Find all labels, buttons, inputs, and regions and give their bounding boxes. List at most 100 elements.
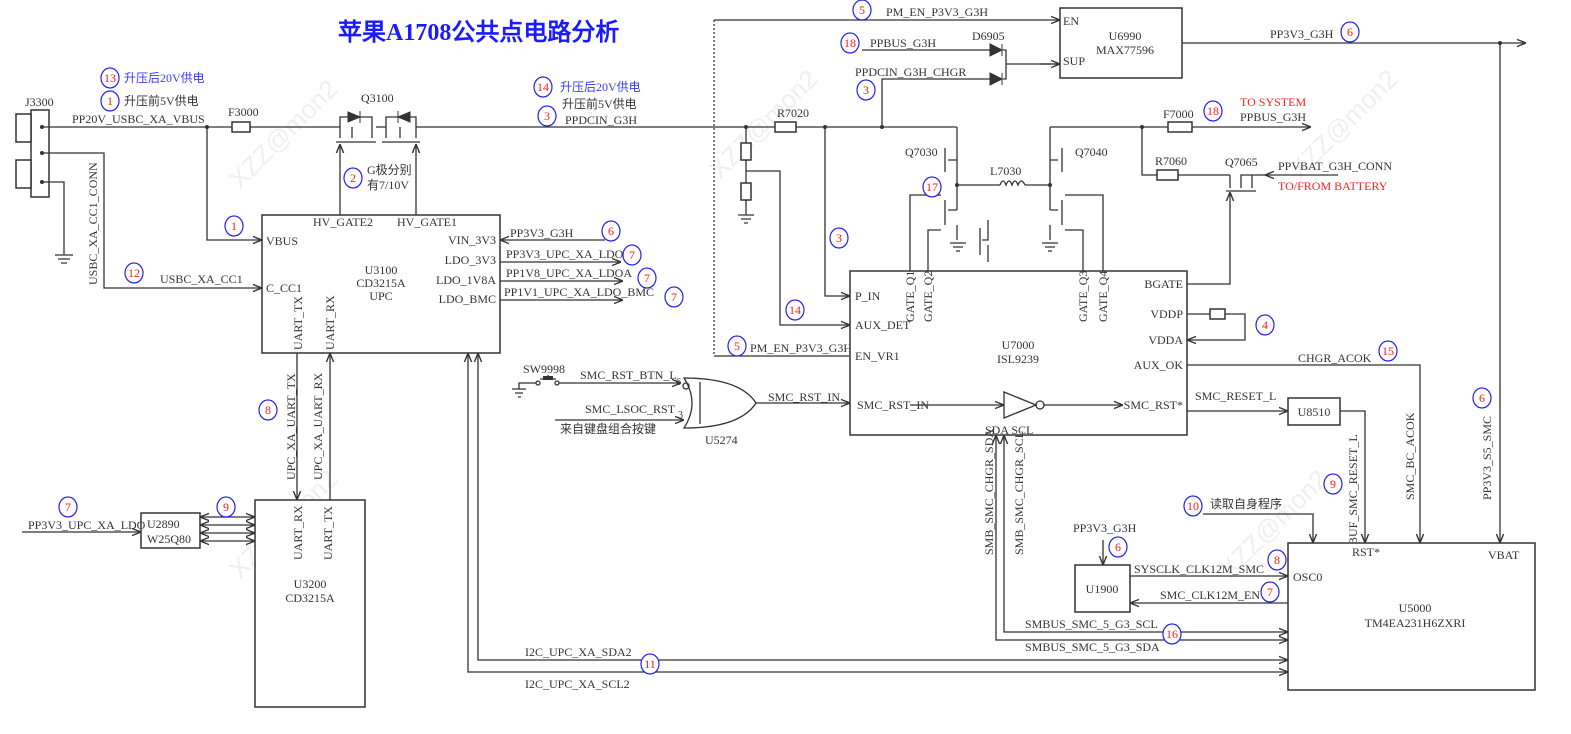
step-number: 1 bbox=[107, 94, 113, 108]
step-marker: 8 bbox=[1267, 549, 1287, 571]
step-marker: 7 bbox=[622, 244, 642, 266]
svg-text:MAX77596: MAX77596 bbox=[1096, 43, 1154, 57]
chip-u1900: U1900 bbox=[1074, 564, 1131, 613]
svg-text:PPDCIN_G3H: PPDCIN_G3H bbox=[565, 113, 637, 127]
step-number: 18 bbox=[844, 36, 856, 50]
svg-text:VIN_3V3: VIN_3V3 bbox=[448, 233, 496, 247]
svg-text:PM_EN_P3V3_G3H: PM_EN_P3V3_G3H bbox=[750, 341, 852, 355]
svg-text:Q3100: Q3100 bbox=[361, 91, 394, 105]
svg-text:UART_RX: UART_RX bbox=[291, 505, 305, 560]
svg-text:PP3V3_UPC_XA_LDO: PP3V3_UPC_XA_LDO bbox=[28, 518, 146, 532]
step-number: 11 bbox=[644, 657, 656, 671]
svg-text:VDDP: VDDP bbox=[1150, 307, 1183, 321]
step-marker: 3 bbox=[537, 105, 557, 127]
svg-text:SMBUS_SMC_5_G3_SDA: SMBUS_SMC_5_G3_SDA bbox=[1025, 640, 1160, 654]
step-marker: 6 bbox=[1340, 21, 1360, 43]
step-marker: 14 bbox=[533, 76, 553, 98]
svg-text:U1900: U1900 bbox=[1086, 582, 1119, 596]
step-marker: 14 bbox=[785, 299, 805, 321]
svg-text:G极分别: G极分别 bbox=[367, 163, 412, 177]
step-number: 5 bbox=[859, 3, 865, 17]
svg-text:BUF_SMC_RESET_L: BUF_SMC_RESET_L bbox=[1346, 434, 1360, 545]
step-marker: 12 bbox=[124, 262, 144, 284]
svg-text:TO SYSTEM: TO SYSTEM bbox=[1240, 95, 1306, 109]
step-number: 9 bbox=[223, 500, 229, 514]
step-number: 1 bbox=[231, 219, 237, 233]
svg-text:VBAT: VBAT bbox=[1488, 548, 1520, 562]
svg-text:SMC_RST*: SMC_RST* bbox=[1124, 398, 1183, 412]
svg-text:EN_VR1: EN_VR1 bbox=[855, 349, 900, 363]
svg-text:I2C_UPC_XA_SCL2: I2C_UPC_XA_SCL2 bbox=[525, 677, 630, 691]
step-number: 8 bbox=[1274, 553, 1280, 567]
svg-text:PM_EN_P3V3_G3H: PM_EN_P3V3_G3H bbox=[886, 5, 988, 19]
svg-text:有7/10V: 有7/10V bbox=[367, 178, 409, 192]
step-marker: 7 bbox=[1260, 581, 1280, 603]
step-number: 7 bbox=[644, 271, 650, 285]
svg-text:U3200: U3200 bbox=[294, 577, 327, 591]
step-number: 6 bbox=[608, 224, 614, 238]
svg-text:XZZ@mon2: XZZ@mon2 bbox=[223, 74, 344, 195]
svg-text:PPBUS_G3H: PPBUS_G3H bbox=[870, 36, 936, 50]
svg-text:PP3V3_G3H: PP3V3_G3H bbox=[1270, 27, 1334, 41]
step-number: 8 bbox=[265, 403, 271, 417]
step-marker: 1 bbox=[224, 215, 244, 237]
step-marker: 9 bbox=[216, 496, 236, 518]
svg-text:U6990: U6990 bbox=[1109, 29, 1142, 43]
svg-text:来自键盘组合按键: 来自键盘组合按键 bbox=[560, 421, 656, 436]
svg-text:UPC: UPC bbox=[369, 289, 392, 303]
step-number: 7 bbox=[671, 290, 677, 304]
svg-text:UART_TX: UART_TX bbox=[291, 296, 305, 350]
step-number: 4 bbox=[1262, 318, 1268, 332]
resistor bbox=[740, 182, 752, 201]
resistor-r7020 bbox=[774, 121, 797, 133]
svg-text:PP1V8_UPC_XA_LDOA: PP1V8_UPC_XA_LDOA bbox=[506, 266, 632, 280]
svg-text:PPDCIN_G3H_CHGR: PPDCIN_G3H_CHGR bbox=[855, 65, 966, 79]
connector-j3300: J3300 bbox=[15, 95, 73, 264]
svg-text:升压后20V供电: 升压后20V供电 bbox=[560, 80, 641, 94]
step-marker: 9 bbox=[1323, 473, 1343, 495]
svg-text:SMC_CLK12M_EN: SMC_CLK12M_EN bbox=[1160, 588, 1260, 602]
svg-text:CD3215A: CD3215A bbox=[285, 591, 335, 605]
svg-text:升压后20V供电: 升压后20V供电 bbox=[124, 71, 205, 85]
svg-text:PP1V1_UPC_XA_LDO_BMC: PP1V1_UPC_XA_LDO_BMC bbox=[504, 285, 654, 299]
svg-text:3: 3 bbox=[678, 410, 683, 421]
svg-text:SW9998: SW9998 bbox=[523, 362, 565, 376]
step-marker: 3 bbox=[856, 79, 876, 101]
svg-text:PP3V3_UPC_XA_LDO: PP3V3_UPC_XA_LDO bbox=[506, 247, 624, 261]
step-marker: 11 bbox=[640, 653, 660, 675]
svg-text:读取自身程序: 读取自身程序 bbox=[1210, 496, 1282, 511]
svg-text:CD3215A: CD3215A bbox=[356, 276, 406, 290]
step-number: 9 bbox=[1330, 477, 1336, 491]
buck-boost-stage: Q7030 Q7040 L7030 bbox=[905, 127, 1108, 271]
svg-text:AUX_OK: AUX_OK bbox=[1134, 358, 1184, 372]
step-number: 3 bbox=[836, 231, 842, 245]
svg-text:R7060: R7060 bbox=[1155, 154, 1187, 168]
step-number: 7 bbox=[1267, 585, 1273, 599]
svg-text:USBC_XA_CC1: USBC_XA_CC1 bbox=[160, 272, 243, 286]
svg-text:GATE_Q2: GATE_Q2 bbox=[921, 271, 935, 322]
step-marker: 5 bbox=[727, 335, 747, 357]
svg-text:U8510: U8510 bbox=[1298, 405, 1331, 419]
svg-text:UPC_XA_UART_RX: UPC_XA_UART_RX bbox=[311, 372, 325, 480]
svg-text:SMC_RST_IN: SMC_RST_IN bbox=[768, 390, 840, 404]
svg-text:SMC_RST_IN: SMC_RST_IN bbox=[857, 398, 929, 412]
step-number: 18 bbox=[1207, 104, 1219, 118]
svg-text:ISL9239: ISL9239 bbox=[997, 352, 1039, 366]
chip-u6990: EN SUP U6990 MAX77596 bbox=[1059, 7, 1183, 79]
svg-text:HV_GATE2: HV_GATE2 bbox=[313, 215, 373, 229]
svg-text:GATE_Q3: GATE_Q3 bbox=[1076, 271, 1090, 322]
step-marker: 13 bbox=[100, 67, 120, 89]
svg-text:TO/FROM BATTERY: TO/FROM BATTERY bbox=[1278, 179, 1388, 193]
svg-text:I2C_UPC_XA_SDA2: I2C_UPC_XA_SDA2 bbox=[525, 645, 632, 659]
svg-text:PPVBAT_G3H_CONN: PPVBAT_G3H_CONN bbox=[1278, 159, 1392, 173]
chip-u5000: RST* VBAT OSC0 U5000 TM4EA231H6ZXRI bbox=[1287, 542, 1536, 691]
svg-text:RST*: RST* bbox=[1352, 545, 1380, 559]
svg-text:SMBUS_SMC_5_G3_SCL: SMBUS_SMC_5_G3_SCL bbox=[1025, 617, 1158, 631]
page-title: 苹果A1708公共点电路分析 bbox=[338, 18, 619, 46]
svg-text:CHGR_ACOK: CHGR_ACOK bbox=[1298, 351, 1372, 365]
step-marker: 7 bbox=[58, 496, 78, 518]
svg-text:Q7065: Q7065 bbox=[1225, 155, 1258, 169]
mosfet-q3100: Q3100 bbox=[330, 91, 957, 215]
svg-text:SMC_LSOC_RST: SMC_LSOC_RST bbox=[585, 402, 676, 416]
